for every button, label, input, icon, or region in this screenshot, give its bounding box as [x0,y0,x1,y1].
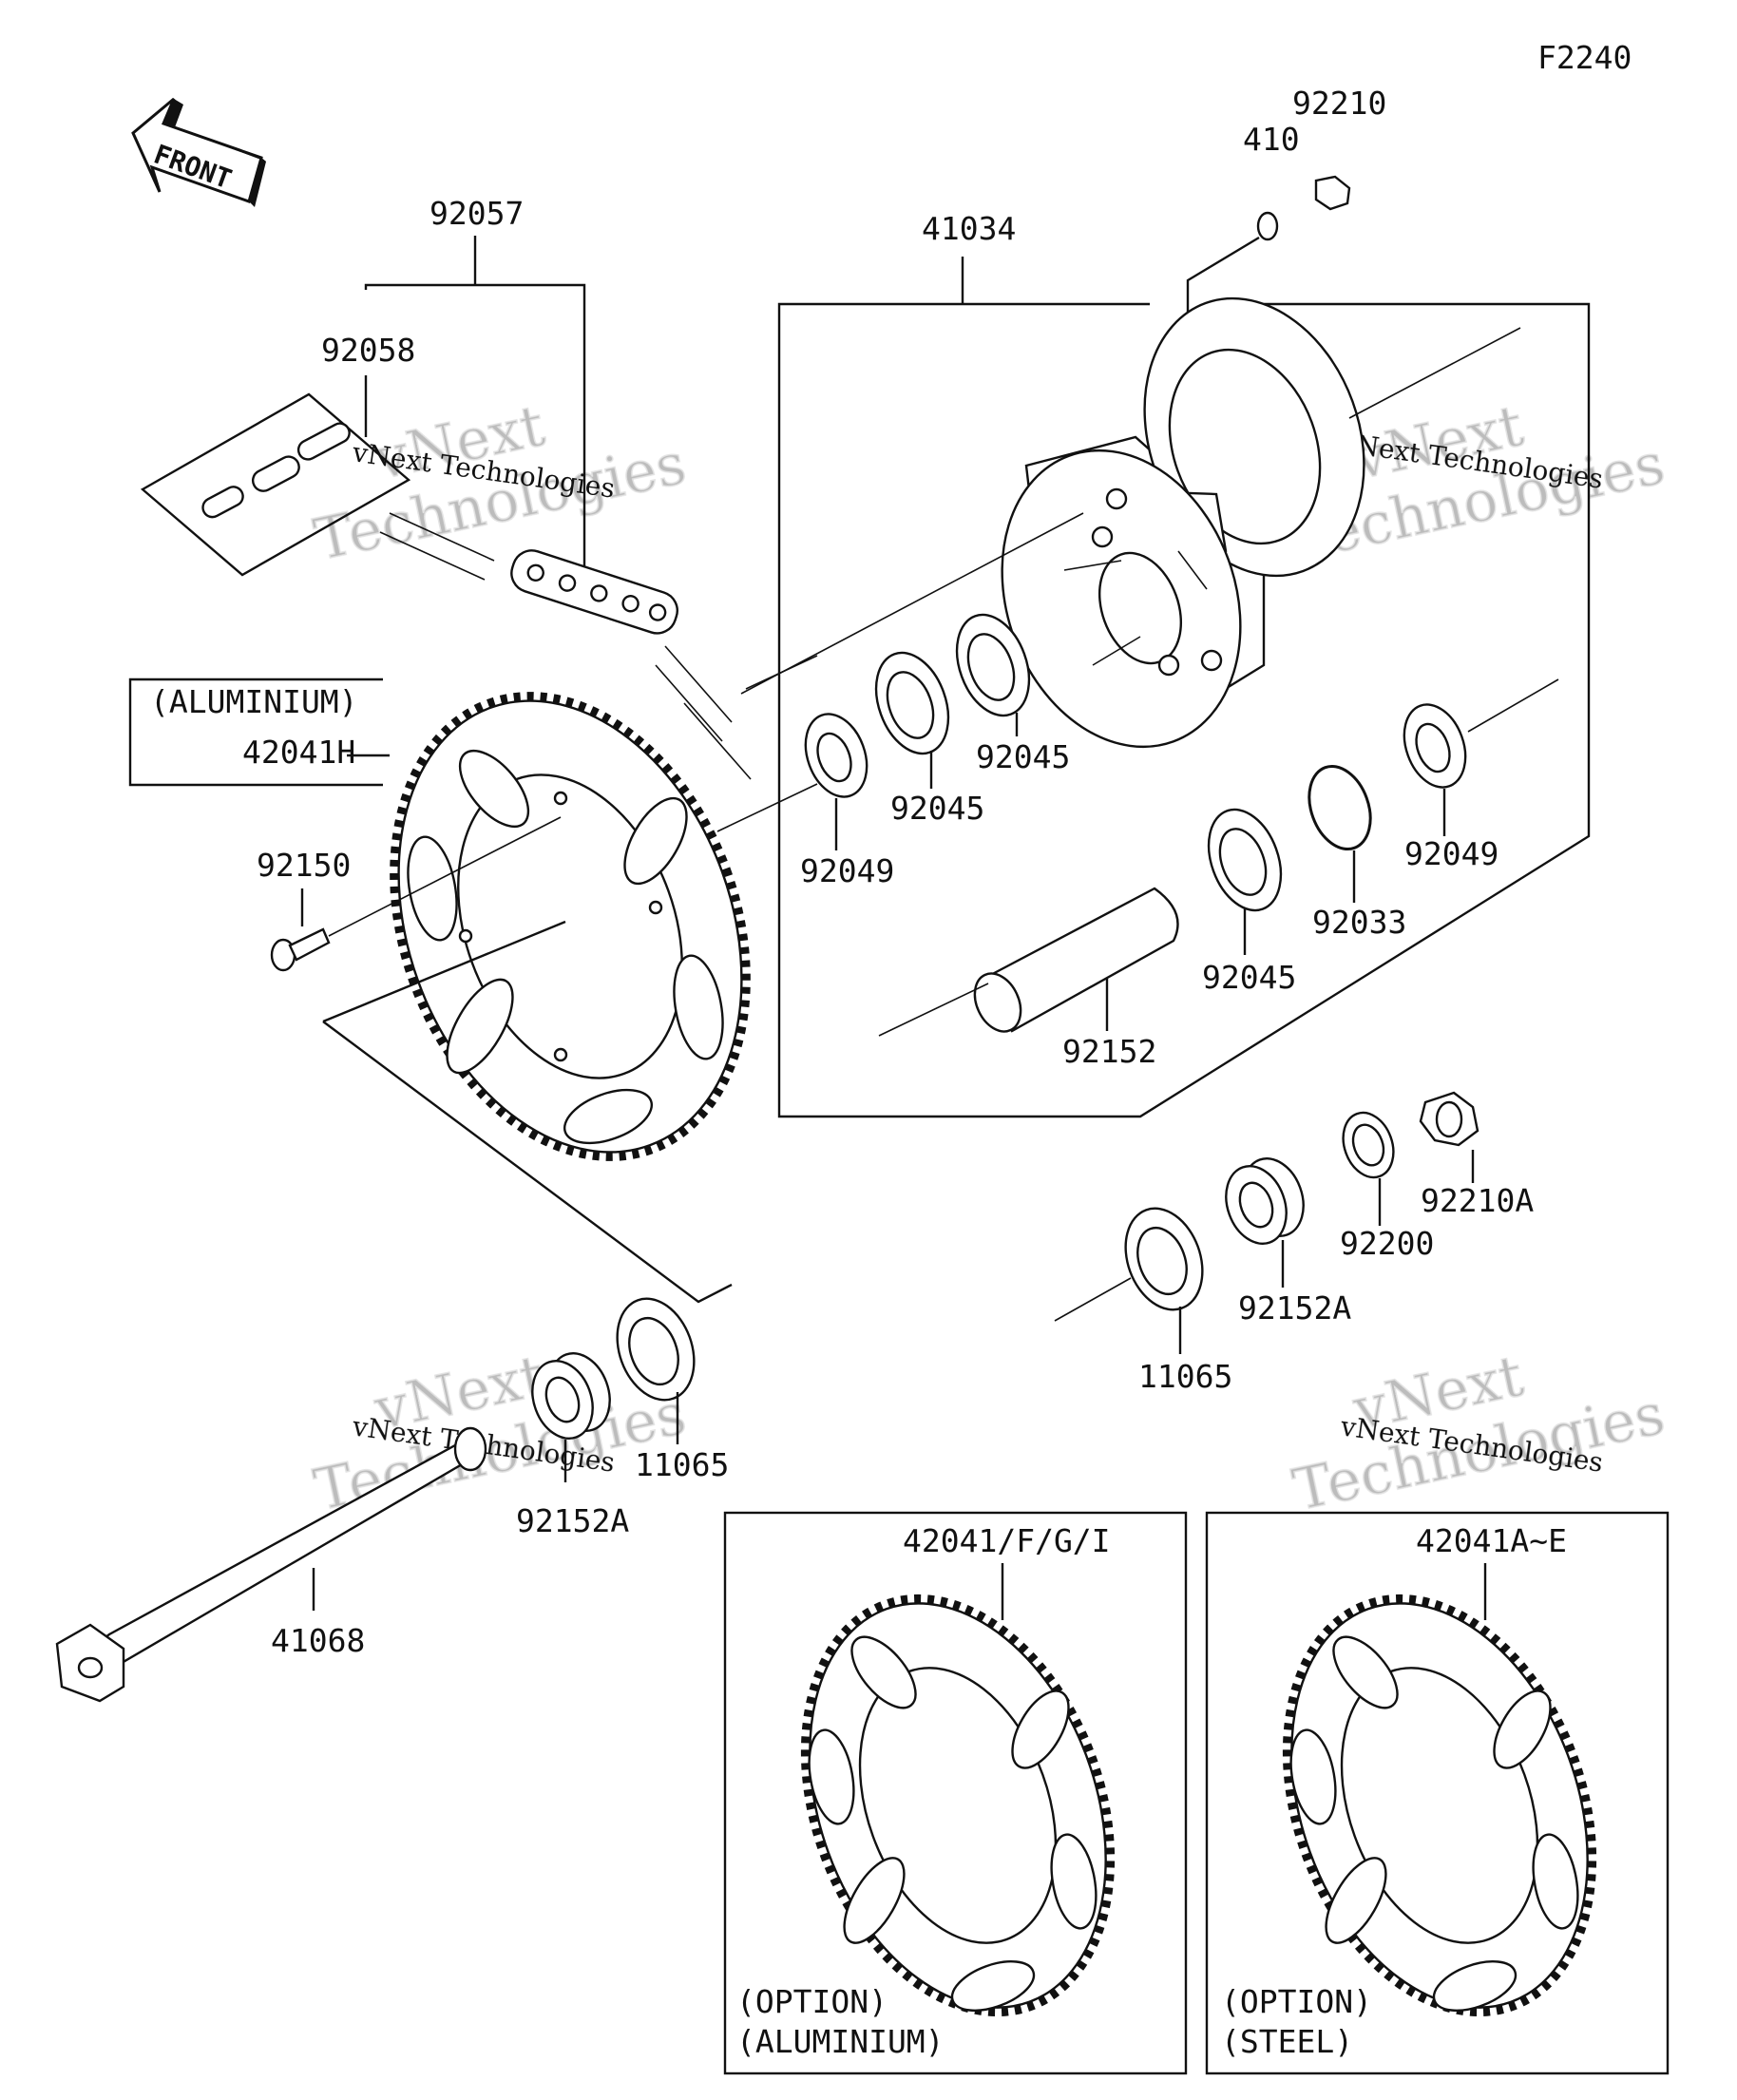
part-92057-label: 92057 [429,195,524,232]
option-aluminium-part-label: 42041/F/G/I [903,1522,1111,1559]
part-92210-label: 92210 [1292,85,1386,122]
part-41068-label: 41068 [271,1622,365,1659]
oil-seal-left [804,713,868,798]
option-steel-part-label: 42041A~E [1416,1522,1567,1559]
bearing-b [955,613,1031,717]
collar-92152A-right [1225,1157,1305,1245]
part-92152A-left-label: 92152A [516,1502,629,1539]
part-92049-right-label: 92049 [1404,835,1498,872]
part-92152-label: 92152 [1062,1033,1156,1070]
bearing-c [1207,808,1283,912]
nut-92210 [1314,175,1351,211]
part-92045-a-label: 92045 [890,790,984,827]
wheel-hub [1001,296,1365,749]
part-92200-label: 92200 [1340,1225,1434,1262]
part-42041H-label: 42041H [242,734,355,771]
part-41034-label: 41034 [922,210,1016,247]
part-410-label: 410 [1243,121,1300,158]
bearing-a [874,651,950,755]
seal-11065-right [1124,1207,1204,1311]
option-steel-line1: (OPTION) [1221,1983,1372,2020]
bolt-92150: 92150 [257,816,562,972]
collar-92152A-left [531,1352,611,1440]
figure-code: F2240 [1537,39,1632,76]
part-92033-label: 92033 [1312,904,1406,941]
washer-410 [1256,211,1279,241]
oil-seal-right [1403,703,1467,789]
seal-11065-left [616,1297,696,1402]
circlip-92033 [1308,764,1372,851]
rear-sprocket-42041H: (ALUMINIUM) 42041H [128,678,818,1304]
option-steel-line2: (STEEL) [1221,2023,1353,2060]
right-axle-parts: 92210A 92200 92152A 11065 [1054,1091,1534,1395]
hub-assembly: 41034 410 92210 [740,85,1591,1118]
part-92049-left-label: 92049 [800,852,894,889]
part-92152A-right-label: 92152A [1238,1289,1351,1327]
front-arrow-icon: FRONT [131,97,266,207]
option-box-aluminium: 42041/F/G/I (OPTION) (ALUMINIUM) [723,1511,1188,2075]
option-aluminium-line1: (OPTION) [736,1983,888,2020]
aluminium-box-label: (ALUMINIUM) [150,683,358,720]
part-92210A-label: 92210A [1421,1182,1534,1219]
part-92150-label: 92150 [257,847,351,884]
chain-assembly: 92057 92058 [140,195,752,780]
part-11065-left-label: 11065 [635,1446,729,1483]
axle-41068: 41068 92152A 11065 [55,1297,729,1703]
part-92045-b-label: 92045 [976,738,1070,775]
option-box-steel: 42041A~E (OPTION) (STEEL) [1205,1511,1670,2075]
part-11065-right-label: 11065 [1138,1358,1232,1395]
part-92058-label: 92058 [321,332,415,369]
part-92045-c-label: 92045 [1202,959,1296,996]
spacer-92152 [973,887,1179,1033]
option-aluminium-line2: (ALUMINIUM) [736,2023,945,2060]
